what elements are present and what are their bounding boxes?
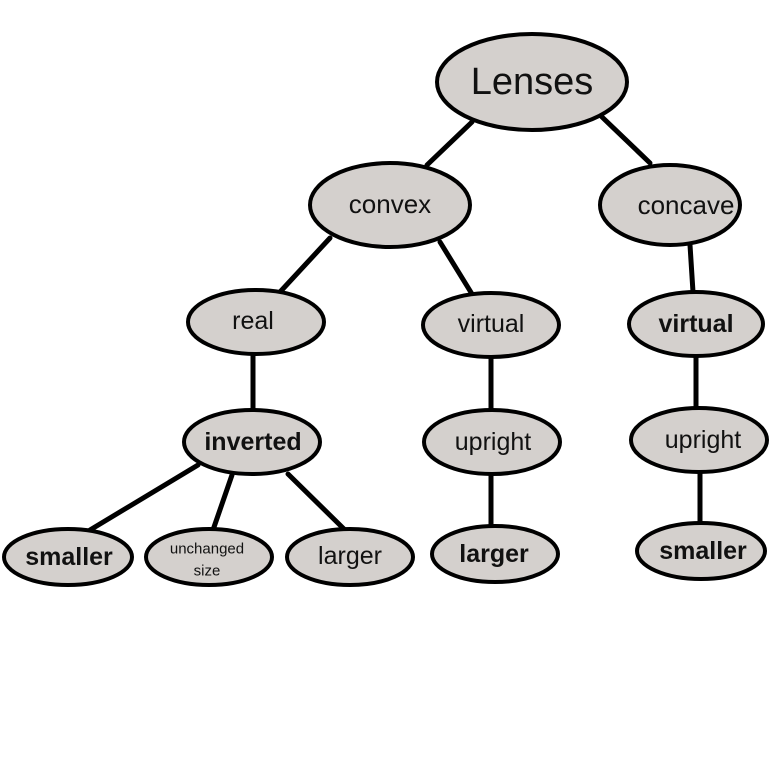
node-concave-upright: upright — [629, 406, 769, 474]
edge-lenses-concave — [599, 114, 653, 166]
node-label: virtual — [658, 310, 733, 338]
edge-lenses-convex — [424, 119, 475, 168]
node-unchanged-size: unchanged size — [144, 527, 274, 587]
node-smaller: smaller — [2, 527, 134, 587]
node-convex: convex — [308, 161, 472, 249]
node-larger: larger — [285, 527, 415, 587]
node-label-line1: unchanged — [170, 541, 244, 558]
edge-inverted-larger — [285, 471, 348, 533]
edge-convex-real — [277, 235, 333, 295]
node-label: real — [232, 307, 274, 335]
node-label: convex — [349, 189, 431, 219]
node-label: larger — [459, 540, 529, 568]
node-label: virtual — [458, 310, 525, 338]
node-upright-smaller: smaller — [635, 521, 767, 581]
edge-inverted-smaller — [87, 462, 201, 533]
node-label: smaller — [659, 537, 747, 565]
node-concave-virtual: virtual — [627, 290, 765, 358]
node-label: larger — [318, 542, 382, 570]
node-label-line2: size — [194, 563, 221, 580]
node-label: smaller — [25, 543, 113, 571]
edge-inverted-unchanged — [210, 472, 235, 533]
node-label: concave — [638, 190, 735, 220]
node-concave: concave — [598, 163, 742, 247]
node-label: Lenses — [471, 61, 594, 103]
edge-convex-virtual — [437, 239, 475, 297]
node-convex-virtual: virtual — [421, 291, 561, 359]
edge-concave-virtual — [687, 242, 696, 295]
node-label: upright — [665, 426, 741, 454]
node-real: real — [186, 288, 326, 356]
node-upright-larger: larger — [430, 524, 560, 584]
node-inverted: inverted — [182, 408, 322, 476]
node-lenses: Lenses — [435, 32, 629, 132]
node-label: inverted — [204, 428, 301, 456]
edges — [87, 114, 703, 533]
node-convex-upright: upright — [422, 408, 562, 476]
node-label: upright — [455, 428, 531, 456]
